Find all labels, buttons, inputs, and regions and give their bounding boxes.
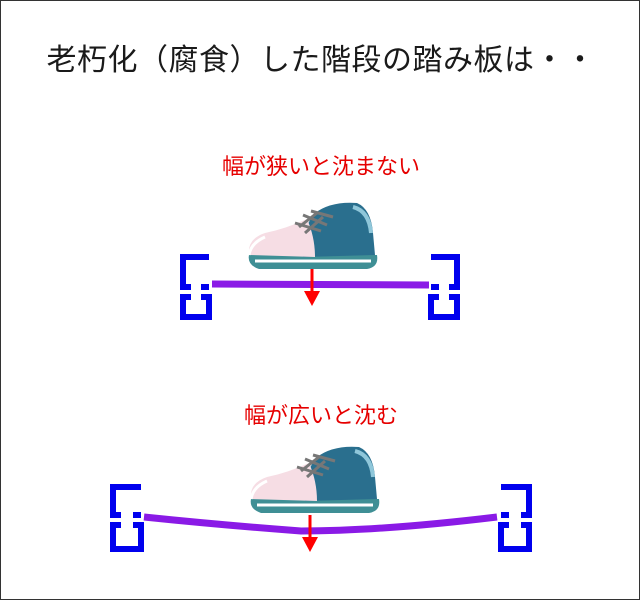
tread-board-wide bbox=[143, 513, 498, 535]
arrow-down-icon bbox=[302, 515, 318, 552]
bracket-icon-left bbox=[180, 254, 212, 320]
bracket-icon-right bbox=[428, 254, 460, 320]
narrow-board-diagram bbox=[180, 200, 460, 320]
wide-board-diagram bbox=[110, 444, 532, 552]
arrow-down-icon bbox=[304, 269, 320, 306]
caption-wide: 幅が広いと沈む bbox=[243, 404, 398, 429]
sneaker-icon bbox=[246, 200, 380, 271]
caption-narrow: 幅が狭いと沈まない bbox=[221, 155, 420, 180]
bracket-icon-right bbox=[498, 484, 532, 552]
page-title: 老朽化（腐食）した階段の踏み板は・・ bbox=[46, 43, 596, 78]
sneaker-icon bbox=[248, 444, 382, 515]
tread-board-narrow bbox=[211, 280, 430, 289]
bracket-icon-left bbox=[110, 484, 144, 552]
